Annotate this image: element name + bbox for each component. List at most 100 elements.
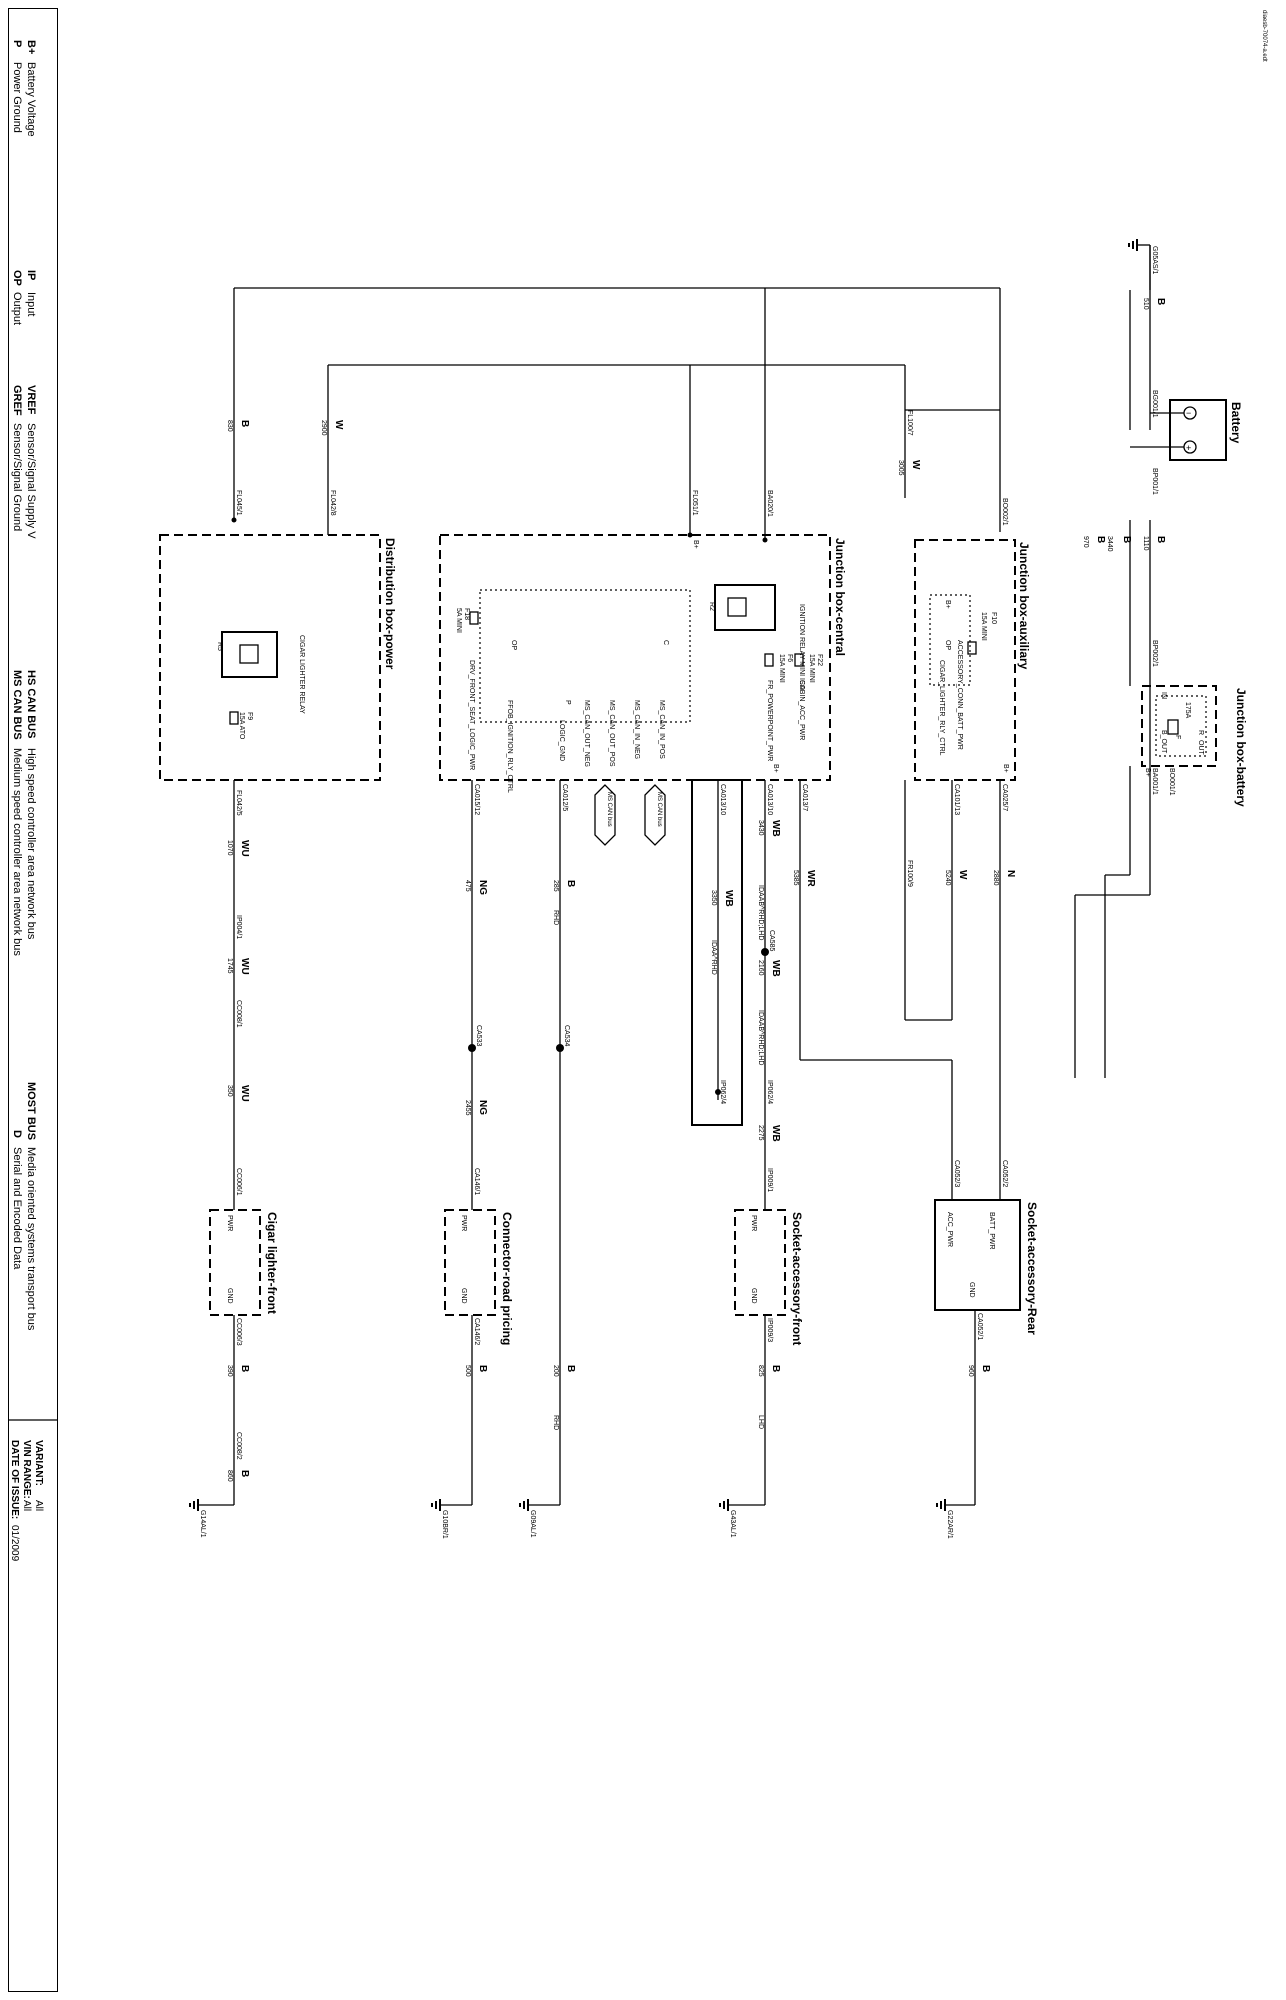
- conn-ca0522: CA052/2: [1001, 1160, 1008, 1187]
- svg-text:RHD: RHD: [552, 910, 559, 925]
- svg-text:LOGIC_GND: LOGIC_GND: [558, 720, 565, 761]
- idaa-variant-box: [691, 779, 743, 1126]
- svg-text:GND: GND: [968, 1282, 975, 1298]
- conn-g05as1: G05AS/1: [1151, 246, 1158, 275]
- socket-accessory-rear: Socket-accessory-Rear BATT_PWR ACC_PWR G…: [934, 1199, 1039, 1335]
- legend-code-ip: IP: [25, 270, 37, 280]
- conn-fl0451: FL045/1: [235, 490, 242, 516]
- svg-text:MS_CAN_IN_NEG: MS_CAN_IN_NEG: [633, 700, 640, 759]
- svg-text:C: C: [662, 640, 669, 645]
- svg-text:2455: 2455: [464, 1100, 471, 1116]
- ground-g14al1-icon: [189, 1499, 199, 1511]
- legend-text-mscan: Medium speed controller area network bus: [11, 748, 23, 956]
- svg-text:15A ATO: 15A ATO: [238, 712, 245, 740]
- legend-text-gref: Sensor/Signal Ground: [11, 423, 23, 531]
- relay-r5-icon: [221, 631, 278, 678]
- svg-text:MS_CAN_OUT_POS: MS_CAN_OUT_POS: [608, 700, 615, 767]
- svg-text:510: 510: [1142, 298, 1149, 310]
- svg-text:DRV_FRONT_SEAT_LOGIC_PWR: DRV_FRONT_SEAT_LOGIC_PWR: [468, 660, 475, 770]
- svg-text:WU: WU: [239, 840, 250, 857]
- conn-fr1009: FR100/9: [906, 860, 913, 887]
- svg-text:3430: 3430: [757, 820, 764, 836]
- ground-g43al1-icon: [719, 1499, 729, 1511]
- conn-ca01310: CA013/10: [766, 784, 773, 815]
- ms-can-out-arrow-icon: [594, 784, 616, 846]
- legend-code-op: OP: [11, 270, 23, 286]
- connector-labels: G05AS/1 BG001/1 BP001/1 BP002/1 BA001/1 …: [199, 246, 1175, 1539]
- legend-text-op: Output: [11, 292, 23, 325]
- vin-label: VIN RANGE:: [21, 1440, 32, 1499]
- svg-text:PWR: PWR: [226, 1215, 233, 1231]
- svg-text:PWR: PWR: [750, 1215, 757, 1231]
- svg-text:2160: 2160: [757, 960, 764, 976]
- svg-text:MS_CAN_IN_POS: MS_CAN_IN_POS: [658, 700, 665, 759]
- svg-text:F6: F6: [786, 654, 793, 662]
- svg-text:500: 500: [464, 1365, 471, 1377]
- legend: B+ Battery Voltage P Power Ground IP Inp…: [8, 40, 58, 1562]
- svg-text:FR_POWERPOINT_PWR: FR_POWERPOINT_PWR: [766, 680, 773, 761]
- legend-code-most: MOST BUS: [25, 1082, 37, 1140]
- conn-ca01512: CA015/12: [473, 784, 480, 815]
- conn-ca0257: CA025/7: [1001, 784, 1008, 811]
- svg-text:IDAA^RHD: IDAA^RHD: [710, 940, 717, 975]
- conn-ca534: CA534: [563, 1025, 570, 1047]
- jb-battery-title: Junction box-battery: [1234, 688, 1248, 807]
- conn-ca585: CA585: [768, 930, 775, 952]
- svg-text:+: +: [1186, 443, 1191, 453]
- svg-text:BATT_PWR: BATT_PWR: [988, 1212, 995, 1250]
- legend-code-gref: GREF: [11, 385, 23, 416]
- svg-text:860: 860: [226, 1470, 233, 1482]
- svg-text:B+: B+: [944, 600, 951, 609]
- svg-text:WR: WR: [805, 870, 816, 887]
- svg-text:B+: B+: [772, 764, 779, 773]
- conn-bo0011: BO001/1: [1168, 768, 1175, 796]
- ms-can-in-arrow-icon: [644, 784, 666, 846]
- legend-text-bplus: Battery Voltage: [25, 62, 37, 137]
- svg-text:WB: WB: [770, 960, 781, 977]
- junction-box-battery: Junction box-battery 175A F R OUT B_OUT …: [1141, 685, 1248, 807]
- splice-ca585: [761, 948, 769, 956]
- svg-text:285: 285: [552, 880, 559, 892]
- legend-code-d: D: [11, 1130, 23, 1138]
- svg-text:OP: OP: [510, 640, 517, 650]
- svg-text:B: B: [565, 880, 576, 887]
- conn-g10br1: G10BR/1: [441, 1510, 448, 1539]
- junction-box-auxiliary: Junction box-auxiliary F10 15A MINI ACCE…: [914, 539, 1031, 781]
- legend-text-ip: Input: [25, 292, 37, 316]
- svg-text:R: R: [1197, 730, 1204, 735]
- conn-ca1462: CA146/2: [473, 1318, 480, 1345]
- conn-g43al1: G43AL/1: [729, 1510, 736, 1538]
- junction-box-central: Junction box-central IGNITION RELAY MINI…: [439, 534, 847, 793]
- conn-ca0125: CA012/5: [561, 784, 568, 811]
- svg-text:CIGAR LIGHTER RELAY: CIGAR LIGHTER RELAY: [298, 635, 305, 714]
- svg-text:1070: 1070: [226, 840, 233, 856]
- conn-bo0021: BO002/1: [1001, 498, 1008, 526]
- svg-text:B: B: [239, 420, 250, 427]
- svg-text:PWR: PWR: [460, 1215, 467, 1231]
- svg-text:830: 830: [226, 420, 233, 432]
- svg-text:1745: 1745: [226, 958, 233, 974]
- variant-value: All: [33, 1500, 44, 1511]
- svg-text:B: B: [980, 1365, 991, 1372]
- conn-fl0428: FL042/8: [329, 490, 336, 516]
- svg-text:2900: 2900: [320, 420, 327, 436]
- fuse-f6-icon: [764, 653, 774, 667]
- legend-panel: [8, 8, 58, 1992]
- conn-ca533: CA533: [475, 1025, 482, 1047]
- svg-text:B: B: [239, 1470, 250, 1477]
- svg-text:P: P: [564, 700, 571, 705]
- fuse-f22-icon: [794, 653, 804, 667]
- ms-can-bus-arrows: MS CAN bus MS CAN bus: [594, 784, 666, 846]
- date-value: 01/2009: [9, 1525, 20, 1562]
- svg-text:B: B: [565, 1365, 576, 1372]
- wire-labels: B 510 B 1110 B 3440 B 970 W 3005 N 2880 …: [226, 298, 1166, 1482]
- conn-ip0091: IP009/1: [766, 1168, 773, 1192]
- conn-cc0081: CC008/1: [235, 1000, 242, 1028]
- splice-ca533: [468, 1044, 476, 1052]
- svg-text:175A: 175A: [1184, 702, 1191, 719]
- svg-text:W: W: [333, 420, 344, 430]
- svg-text:F22: F22: [816, 654, 823, 666]
- legend-text-most: Media oriented systems transport bus: [25, 1147, 37, 1331]
- jb-auxiliary-title: Junction box-auxiliary: [1017, 542, 1031, 670]
